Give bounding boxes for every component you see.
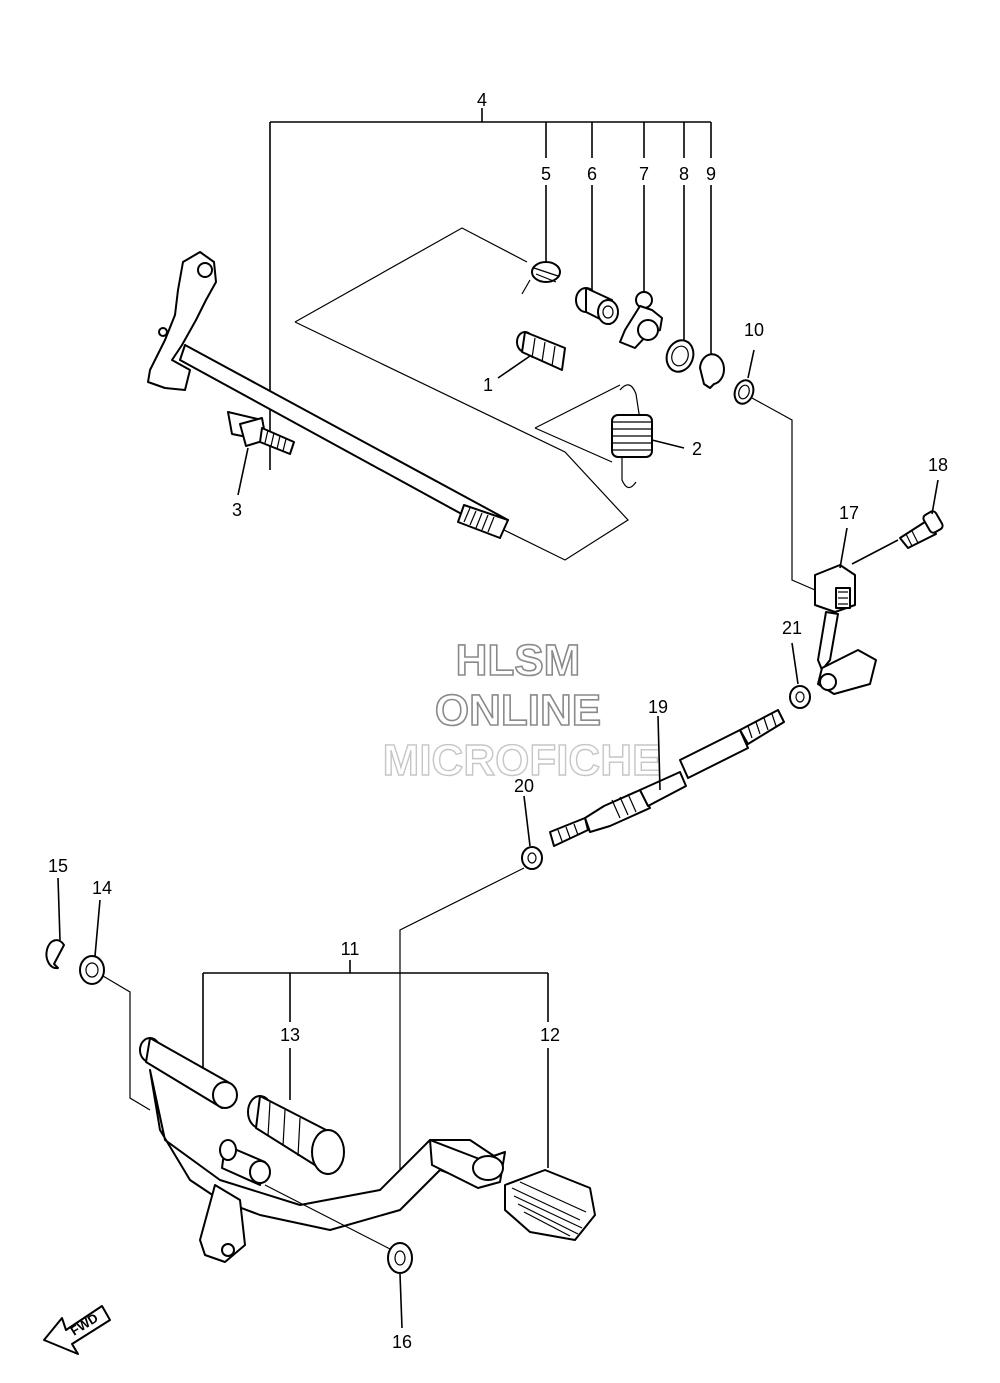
spring-5	[521, 261, 561, 295]
callout-21: 21	[782, 618, 802, 638]
shift-shaft-assembly	[147, 251, 509, 539]
spring-2	[611, 384, 685, 489]
callout-labels: 4 5 6 7 8 9 10 1 2 3 18 17 21 19 20 15 1…	[48, 90, 948, 1352]
bolt-3	[227, 411, 295, 496]
leader-bracket-11	[202, 960, 549, 1168]
circlip-9	[699, 353, 725, 389]
callout-3: 3	[232, 500, 242, 520]
leader-bracket-4	[269, 108, 712, 470]
circlip-15	[45, 877, 65, 970]
callout-7: 7	[639, 164, 649, 184]
washer-8	[665, 339, 695, 373]
rubber-13	[247, 1095, 345, 1175]
washer-14	[79, 899, 151, 1111]
callout-2: 2	[692, 439, 702, 459]
collar-6	[575, 287, 619, 325]
callout-8: 8	[679, 164, 689, 184]
callout-6: 6	[587, 164, 597, 184]
assembly-outline-upper	[294, 227, 629, 561]
bolt-18	[851, 479, 944, 565]
shift-rod-19	[549, 709, 785, 847]
watermark-line-1: HLSM	[456, 636, 581, 685]
callout-18: 18	[928, 455, 948, 475]
nut-21	[789, 642, 811, 709]
callout-4: 4	[477, 90, 487, 110]
callout-19: 19	[648, 697, 668, 717]
callout-14: 14	[92, 878, 112, 898]
watermark-line-2: ONLINE	[435, 686, 601, 735]
callout-10: 10	[744, 320, 764, 340]
watermark-line-3: MICROFICHE	[383, 736, 662, 785]
callout-5: 5	[541, 164, 551, 184]
nut-20	[399, 795, 543, 1180]
watermark: HLSM ONLINE MICROFICHE	[382, 635, 662, 786]
callout-17: 17	[839, 503, 859, 523]
rubber-12	[504, 1169, 596, 1241]
pin-1	[497, 331, 566, 379]
callout-12: 12	[540, 1025, 560, 1045]
callout-16: 16	[392, 1332, 412, 1352]
fwd-arrow-icon: FWD	[43, 1305, 111, 1355]
washer-10	[733, 349, 816, 591]
callout-15: 15	[48, 856, 68, 876]
lever-17	[814, 527, 877, 695]
callout-13: 13	[280, 1025, 300, 1045]
callout-20: 20	[514, 776, 534, 796]
washer-16	[264, 1184, 413, 1329]
lever-7	[619, 291, 663, 349]
callout-9: 9	[706, 164, 716, 184]
callout-1: 1	[483, 375, 493, 395]
callout-11: 11	[341, 939, 360, 959]
shift-pedal-assembly	[139, 1037, 506, 1263]
